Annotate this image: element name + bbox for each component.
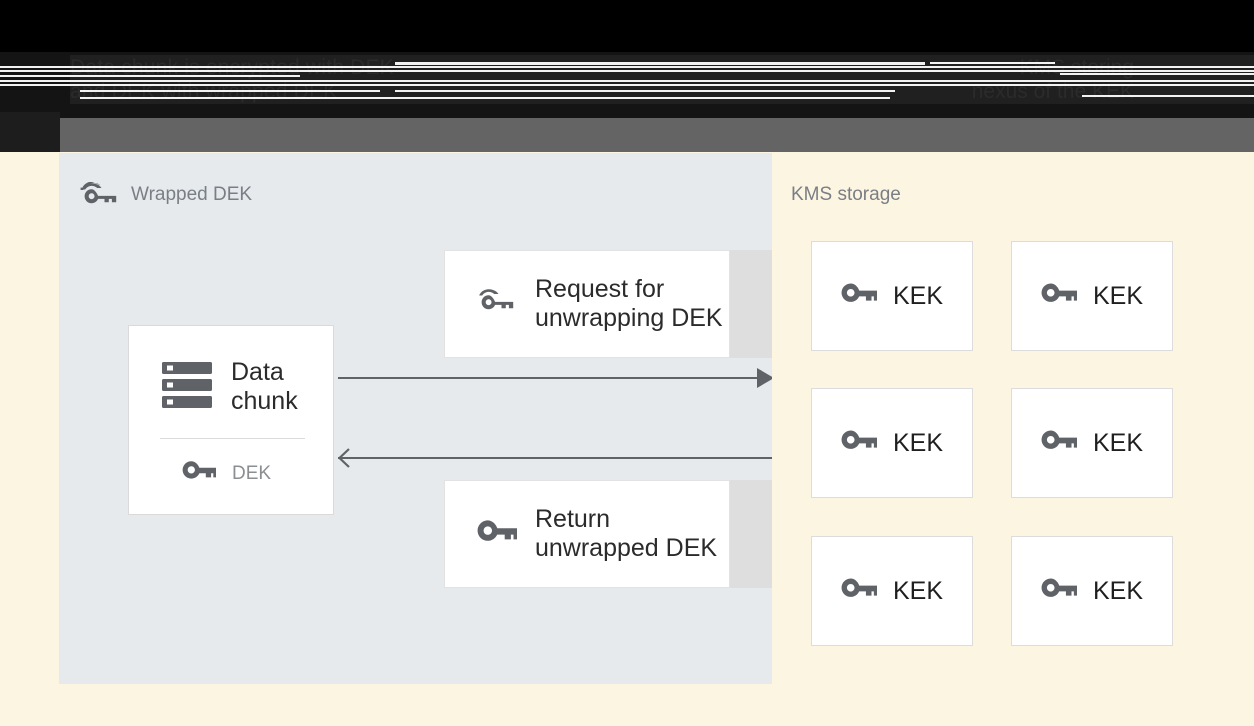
kek-card[interactable]: KEK [811,536,973,646]
scan-artifact [80,97,890,99]
data-chunk-divider [160,438,305,439]
kek-card[interactable]: KEK [811,241,973,351]
scan-artifact [0,52,1254,55]
caption-band: Data chunk is encrypted with DEK and DEK… [0,52,1254,118]
kek-card-label: KEK [892,281,944,310]
kek-card[interactable]: KEK [1011,388,1173,498]
kek-card-label: KEK [892,576,944,605]
key-icon [841,577,880,606]
scan-artifact [1082,95,1254,97]
data-chunk-key-row: DEK [182,460,271,487]
response-card[interactable]: Return unwrapped DEK [444,480,730,588]
kek-card-label: KEK [1092,576,1144,605]
scan-artifact [80,90,380,92]
request-arrow-line [338,377,772,379]
request-arrow-head [757,368,774,388]
request-card[interactable]: Request for unwrapping DEK [444,250,730,358]
kek-card[interactable]: KEK [1011,536,1173,646]
wrapped-key-icon [80,181,120,215]
kek-card[interactable]: KEK [811,388,973,498]
response-arrow-line [338,457,772,459]
scan-artifact [0,66,1254,68]
kek-card-label: KEK [1092,428,1144,457]
chrome-notch [0,112,60,152]
data-chunk-card[interactable]: Data chunk DEK [128,325,334,515]
scan-artifact [395,62,925,65]
key-icon [1041,282,1080,311]
scan-artifact [0,80,1254,82]
top-black-bar [0,0,1254,52]
wrapped-key-icon [477,288,517,321]
data-chunk-title: Data chunk [231,358,298,415]
key-icon [841,282,880,311]
key-icon [1041,429,1080,458]
kek-card-label: KEK [892,428,944,457]
key-icon [1041,577,1080,606]
kms-storage-label: KMS storage [791,184,901,205]
data-chunk-key-label: DEK [232,462,272,484]
response-card-text: Return unwrapped DEK [535,505,718,562]
kek-card-label: KEK [1092,281,1144,310]
scan-artifact [930,62,1055,64]
scan-artifact [0,75,300,77]
wrapped-dek-label: Wrapped DEK [131,184,253,205]
key-icon [182,460,219,487]
scan-artifact [0,84,1254,86]
scan-artifact [0,104,1254,118]
scan-artifact [395,90,895,92]
storage-icon [161,360,213,415]
window-chrome-bar [0,118,1254,152]
key-icon [841,429,880,458]
data-chunk-title-row: Data chunk [161,358,298,416]
kek-card[interactable]: KEK [1011,241,1173,351]
request-card-text: Request for unwrapping DEK [535,275,723,332]
scan-artifact [0,70,1254,72]
key-icon [477,519,520,550]
scan-artifact [1060,73,1254,75]
